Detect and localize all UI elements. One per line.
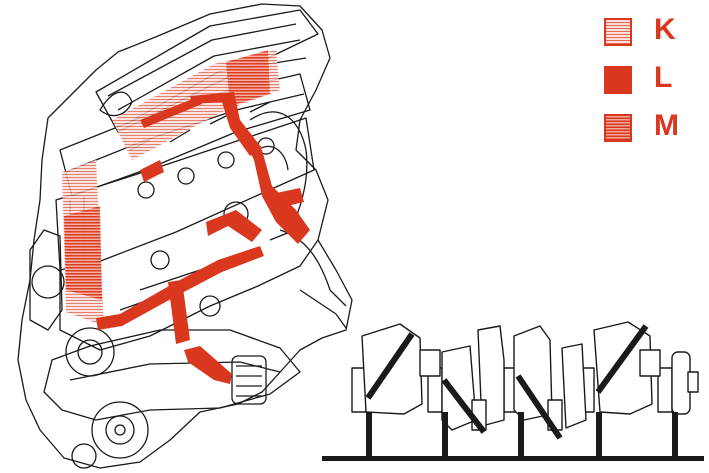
legend-swatch-fine-stripes	[604, 18, 632, 46]
oil-circuit-overlay	[62, 50, 310, 384]
legend-item-k: K	[604, 13, 694, 52]
legend-label-k: K	[654, 13, 676, 46]
legend-item-l: L	[604, 61, 694, 100]
legend-label-l: L	[654, 61, 673, 94]
legend-swatch-coarse-stripes	[604, 114, 632, 142]
crankshaft-illustration	[322, 321, 704, 461]
legend-swatch-solid	[604, 66, 632, 94]
legend-label-m: M	[654, 109, 679, 142]
legend-item-m: M	[604, 109, 694, 148]
